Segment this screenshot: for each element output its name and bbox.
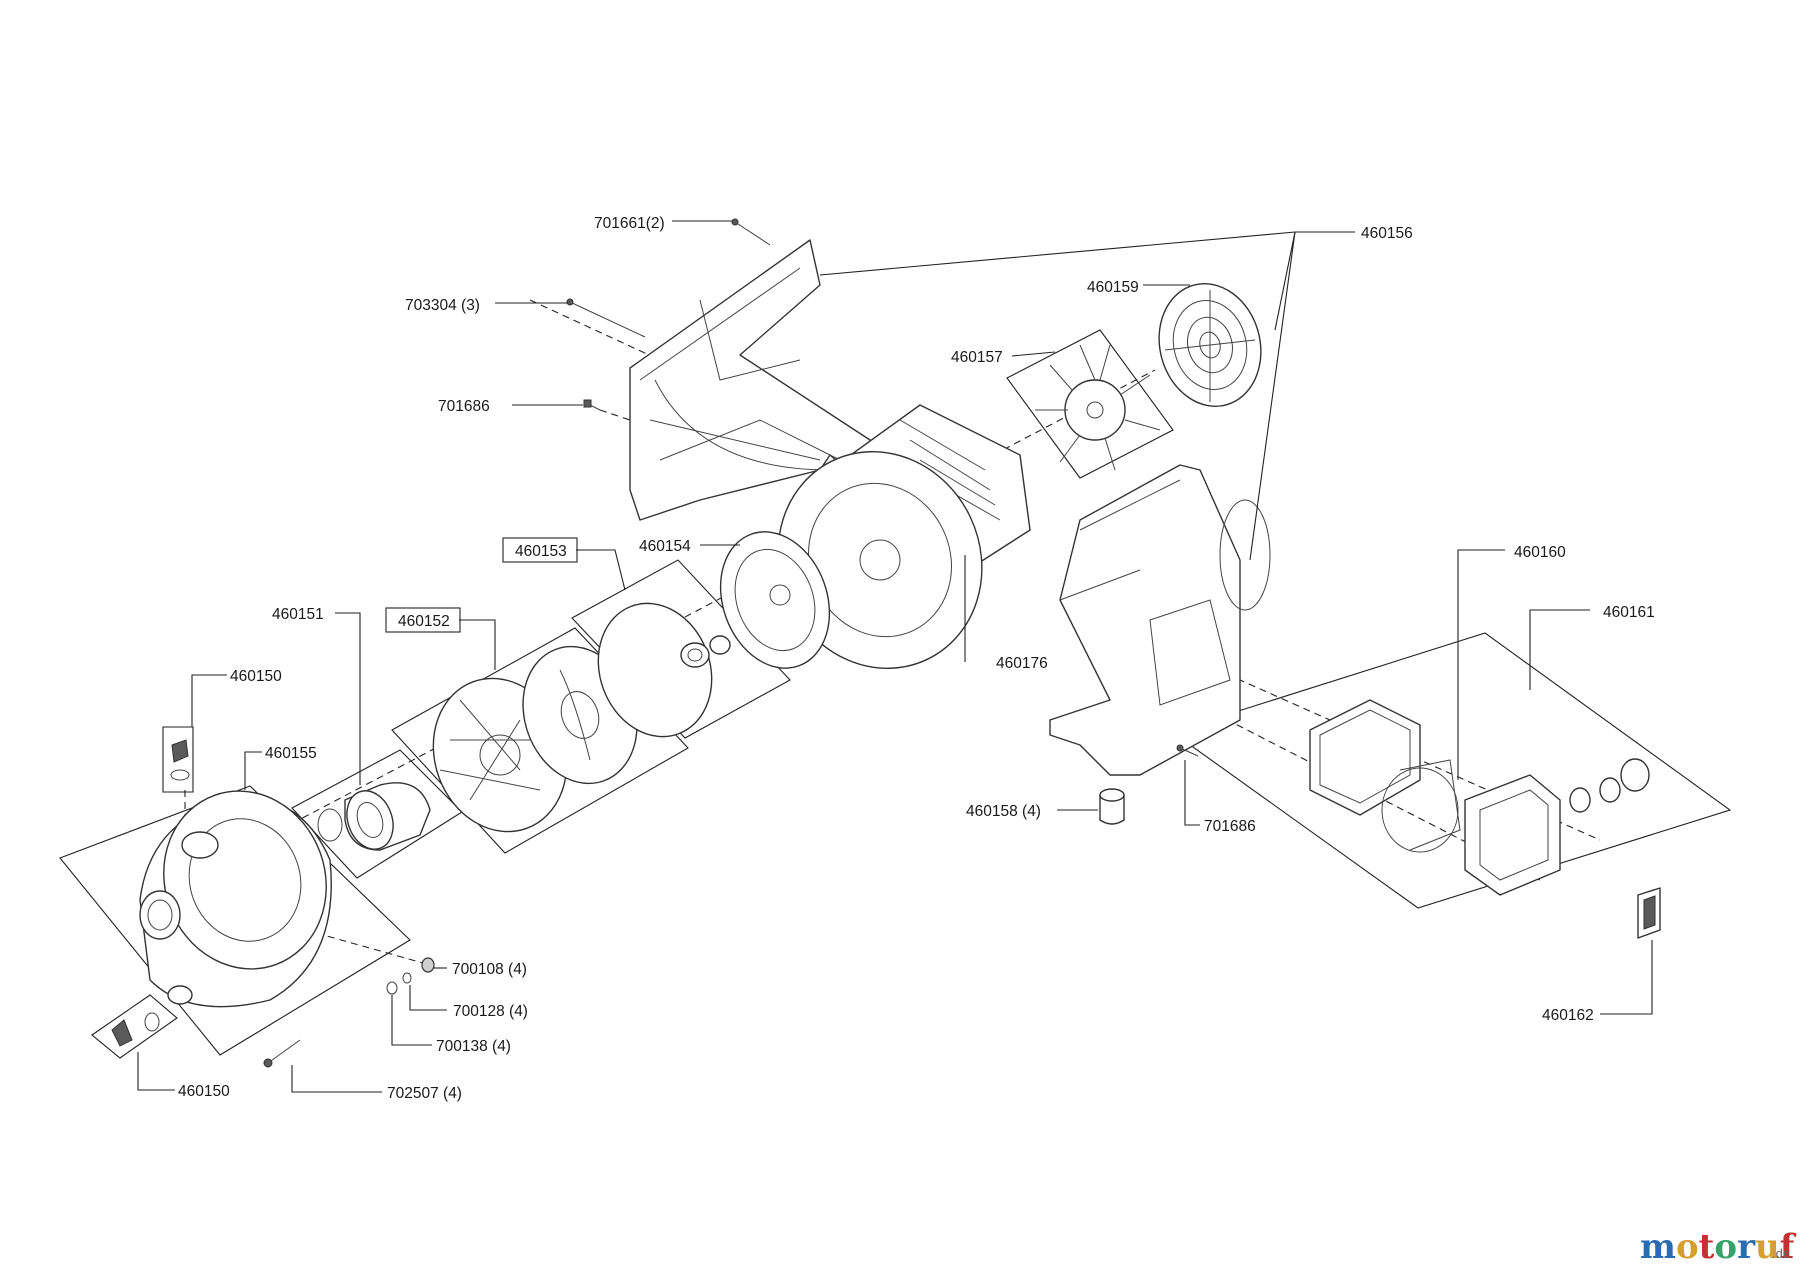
- flange-disc-part: [719, 531, 831, 669]
- label-460161: 460161: [1603, 604, 1655, 621]
- o-ring-part: [597, 602, 731, 738]
- wm-letter: u: [1755, 1227, 1780, 1267]
- leader-460157: [1011, 351, 1056, 357]
- leader-702507: [291, 1065, 382, 1093]
- frame-electrics: [1170, 632, 1732, 909]
- label-703304: 703304 (3): [405, 297, 480, 314]
- washer-700128: [402, 972, 412, 984]
- leader-460150b: [137, 1052, 175, 1091]
- diffuser-part: [317, 782, 431, 851]
- label-460153: 460153: [515, 543, 567, 560]
- frame-drain-plug-bottom: [91, 994, 178, 1059]
- label-701661: 701661(2): [594, 215, 665, 232]
- leader-460161: [1529, 609, 1590, 690]
- label-460162: 460162: [1542, 1007, 1594, 1024]
- wm-letter: m: [1640, 1227, 1676, 1267]
- pump-housing-part: [139, 790, 332, 1008]
- label-700128: 700128 (4): [453, 1003, 528, 1020]
- label-702507: 702507 (4): [387, 1085, 462, 1102]
- foot-part: [1099, 788, 1125, 825]
- leader-700138: [391, 995, 432, 1046]
- label-701686-bottom: 701686: [1204, 818, 1256, 835]
- label-460156: 460156: [1361, 225, 1413, 242]
- label-460159: 460159: [1087, 279, 1139, 296]
- leader-460151: [335, 612, 361, 785]
- label-460151: 460151: [272, 606, 324, 623]
- wm-letter: r: [1737, 1227, 1756, 1267]
- label-460152: 460152: [398, 613, 450, 630]
- label-460150-top: 460150: [230, 668, 282, 685]
- watermark-logo: motoruf .de: [1640, 1227, 1797, 1267]
- terminal-cover-part: [1464, 758, 1650, 896]
- label-460154: 460154: [639, 538, 691, 555]
- rear-housing-part: [1049, 464, 1271, 776]
- wm-letter: f: [1780, 1227, 1797, 1267]
- frame-fan: [1006, 329, 1174, 479]
- leader-701686b: [1184, 760, 1200, 826]
- fan-part: [1035, 344, 1161, 471]
- wm-letter: o: [1676, 1227, 1699, 1267]
- wm-letter: t: [1699, 1227, 1715, 1267]
- bolt-702507: [263, 1039, 301, 1068]
- switch-part: [1637, 887, 1661, 939]
- drain-plug-top-part: [170, 739, 190, 781]
- label-460150-bottom: 460150: [178, 1083, 230, 1100]
- label-700108: 700108 (4): [452, 961, 527, 978]
- frame-drain-plug-top: [162, 726, 194, 793]
- leader-700128: [409, 985, 447, 1011]
- leader-460162: [1600, 940, 1653, 1015]
- leader-460156-c: [1249, 231, 1296, 561]
- screw-703304: [566, 298, 646, 338]
- fan-cover-part: [1158, 283, 1262, 407]
- screw-701686-bottom: [1176, 744, 1199, 757]
- label-460157: 460157: [951, 349, 1003, 366]
- nut-700108: [421, 957, 435, 973]
- watermark-letters: motoruf: [1640, 1227, 1797, 1267]
- leader-460150a: [191, 674, 227, 727]
- washer-700138: [386, 981, 398, 995]
- leader-460153: [576, 549, 626, 591]
- watermark-suffix: .de: [1772, 1246, 1790, 1261]
- screw-701686-top: [583, 399, 601, 411]
- leader-460152: [459, 619, 496, 670]
- label-700138: 700138 (4): [436, 1038, 511, 1055]
- box-460152: [385, 607, 461, 633]
- leader-460156-a: [819, 231, 1296, 276]
- label-460160: 460160: [1514, 544, 1566, 561]
- screw-701661: [731, 218, 771, 246]
- label-460155: 460155: [265, 745, 317, 762]
- leader-460155: [244, 751, 262, 790]
- terminal-box-part: [1309, 699, 1461, 853]
- drain-plug-bottom-part: [111, 1012, 160, 1047]
- label-460158: 460158 (4): [966, 803, 1041, 820]
- box-460153: [502, 537, 578, 563]
- leader-460160: [1457, 549, 1505, 780]
- axis-screw-top: [529, 299, 661, 361]
- wm-letter: o: [1714, 1227, 1737, 1267]
- leader-460156-b: [1274, 231, 1296, 331]
- label-701686-top: 701686: [438, 398, 490, 415]
- label-460176: 460176: [996, 655, 1048, 672]
